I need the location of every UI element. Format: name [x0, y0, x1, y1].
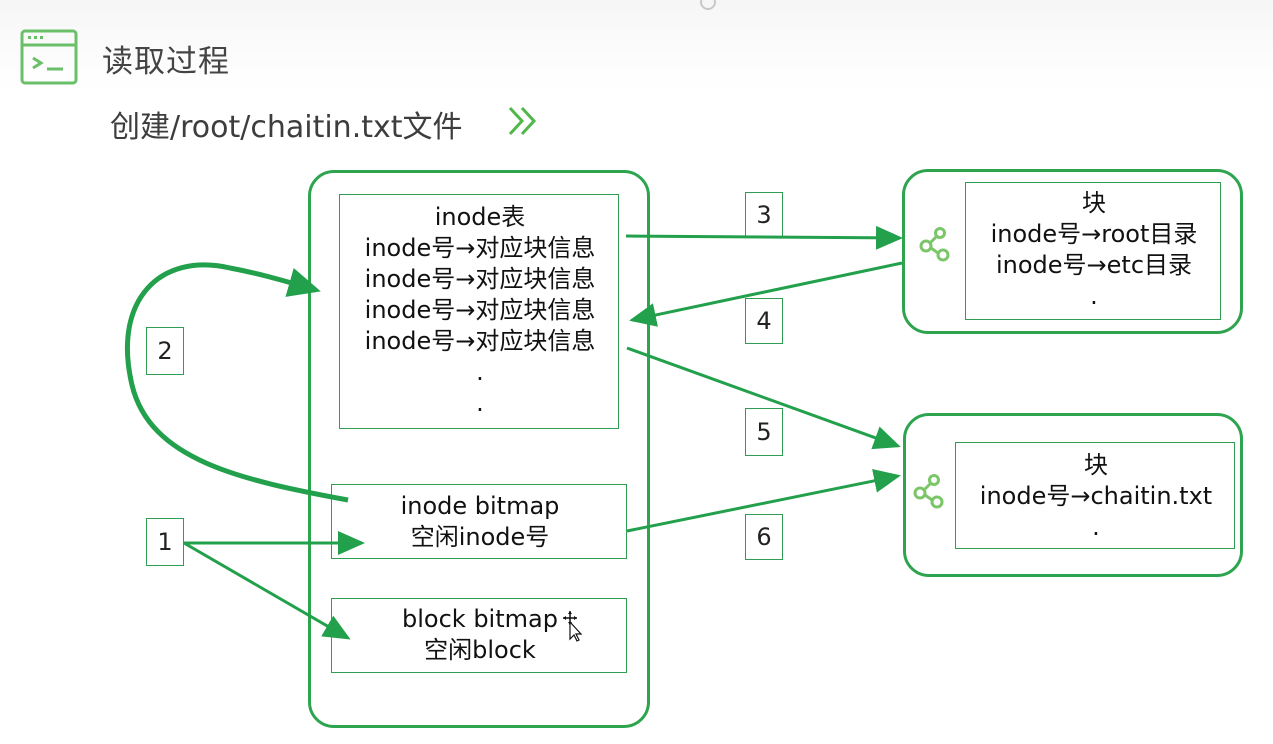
- share-nodes-icon: [913, 474, 944, 509]
- block-entry: inode号→root目录: [990, 220, 1198, 248]
- block-entry: inode号→etc目录: [995, 251, 1193, 279]
- step-label-6: 6: [745, 514, 783, 560]
- ellipsis-dot: .: [1092, 513, 1100, 541]
- inode-table-row: inode号→对应块信息: [364, 265, 596, 293]
- block-bitmap-box: block bitmap 空闲block: [331, 598, 627, 673]
- terminal-icon: [20, 29, 78, 85]
- inode-table-row: inode号→对应块信息: [364, 234, 596, 262]
- step-label-4: 4: [745, 298, 783, 344]
- block-bitmap-desc: 空闲block: [424, 636, 536, 664]
- inode-bitmap-label: inode bitmap: [400, 492, 560, 520]
- block-bitmap-label: block bitmap: [402, 605, 558, 633]
- page-subtitle: 创建/root/chaitin.txt文件: [110, 110, 463, 145]
- inode-bitmap-desc: 空闲inode号: [410, 523, 550, 551]
- block-box-bottom: 块 inode号→chaitin.txt .: [955, 442, 1235, 549]
- share-nodes-icon: [919, 227, 950, 262]
- block-box-top: 块 inode号→root目录 inode号→etc目录 .: [965, 182, 1221, 320]
- block-title: 块: [1082, 189, 1106, 217]
- step-label-5: 5: [745, 408, 783, 456]
- block-title: 块: [1084, 451, 1108, 479]
- double-chevron-right-icon: [508, 106, 537, 136]
- inode-table-row: inode号→对应块信息: [364, 296, 596, 324]
- step-label-3: 3: [745, 192, 783, 238]
- ellipsis-dot: .: [476, 358, 484, 386]
- move-cursor-icon: [563, 611, 583, 642]
- ellipsis-dot: .: [1090, 282, 1098, 310]
- block-entry: inode号→chaitin.txt: [979, 482, 1213, 510]
- inode-table-box: inode表 inode号→对应块信息 inode号→对应块信息 inode号→…: [339, 194, 619, 429]
- inode-bitmap-box: inode bitmap 空闲inode号: [331, 484, 627, 559]
- inode-table-row: inode号→对应块信息: [364, 327, 596, 355]
- inode-table-title: inode表: [434, 203, 526, 231]
- step-label-2: 2: [146, 327, 184, 375]
- page-title: 读取过程: [102, 44, 230, 80]
- scroll-indicator: [700, 0, 716, 10]
- step-label-1: 1: [146, 518, 184, 566]
- ellipsis-dot: .: [476, 389, 484, 417]
